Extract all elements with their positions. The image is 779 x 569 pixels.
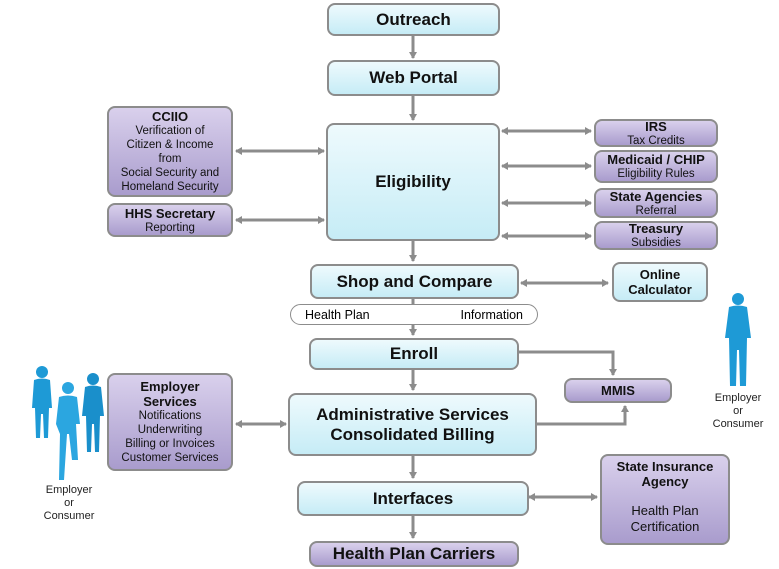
cciio-line: Homeland Security: [121, 181, 219, 193]
admin-line2: Consolidated Billing: [330, 424, 495, 444]
employer-group-silhouettes: [32, 366, 104, 480]
consumer-silhouette: [725, 293, 751, 386]
eligibility-box[interactable]: Eligibility: [326, 123, 500, 241]
sia-title-1: State Insurance: [616, 459, 714, 474]
shop-compare-box[interactable]: Shop and Compare: [310, 264, 519, 299]
state-agencies-box[interactable]: State Agencies Referral: [594, 188, 718, 218]
employer-title-1: Employer: [140, 379, 200, 394]
cciio-title: CCIIO: [151, 109, 189, 124]
hhs-secretary-box[interactable]: HHS Secretary Reporting: [107, 203, 233, 237]
caption-line: Consumer: [712, 418, 764, 430]
caption-line: or: [64, 497, 74, 509]
employer-services-box[interactable]: Employer Services Notifications Underwri…: [107, 373, 233, 471]
cciio-line: Verification of: [135, 125, 205, 137]
hhs-title: HHS Secretary: [124, 205, 216, 221]
pill-right-label: Information: [460, 307, 523, 322]
cciio-line: Social Security and: [120, 167, 220, 179]
treasury-sub: Subsidies: [631, 237, 681, 249]
employer-line: Underwriting: [137, 424, 203, 436]
mmis-box[interactable]: MMIS: [564, 378, 672, 403]
outreach-label: Outreach: [376, 9, 451, 29]
eligibility-label: Eligibility: [375, 172, 451, 191]
state-title: State Agencies: [609, 188, 703, 204]
mmis-label: MMIS: [601, 383, 635, 398]
enroll-box[interactable]: Enroll: [309, 338, 519, 370]
person-icon: [82, 373, 104, 452]
web-portal-box[interactable]: Web Portal: [327, 60, 500, 96]
administrative-services-box[interactable]: Administrative Services Consolidated Bil…: [288, 393, 537, 456]
sia-sub-1: Health Plan: [631, 503, 699, 518]
health-plan-carriers-box[interactable]: Health Plan Carriers: [309, 541, 519, 567]
cciio-box[interactable]: CCIIO Verification of Citizen & Income f…: [107, 106, 233, 197]
caption-line: Employer: [45, 484, 93, 496]
health-plan-information-pill: Health Plan Information: [290, 304, 538, 325]
person-icon: [32, 366, 52, 438]
irs-sub: Tax Credits: [627, 134, 685, 147]
employer-line: Notifications: [138, 410, 202, 422]
state-insurance-agency-box[interactable]: State Insurance Agency Health Plan Certi…: [600, 454, 730, 545]
medicaid-sub: Eligibility Rules: [617, 168, 695, 180]
arrow-enroll-mmis: [519, 350, 617, 376]
calc-line1: Online: [639, 267, 681, 282]
state-sub: Referral: [635, 204, 677, 217]
online-calculator-box[interactable]: Online Calculator: [612, 262, 708, 302]
right-employer-caption: Employer or Consumer: [703, 392, 773, 431]
employer-line: Customer Services: [121, 452, 219, 464]
enroll-label: Enroll: [389, 344, 439, 363]
person-icon: [725, 293, 751, 386]
sia-title-2: Agency: [641, 474, 689, 489]
employer-title-2: Services: [143, 394, 197, 409]
admin-line1: Administrative Services: [316, 404, 509, 424]
arrow-admin-mmis: [537, 405, 629, 426]
cciio-line: from: [158, 153, 182, 165]
interfaces-box[interactable]: Interfaces: [297, 481, 529, 516]
hhs-sub: Reporting: [145, 221, 195, 234]
irs-box[interactable]: IRS Tax Credits: [594, 119, 718, 147]
interfaces-label: Interfaces: [372, 488, 454, 508]
pill-left-label: Health Plan: [305, 307, 370, 322]
caption-line: or: [733, 405, 743, 417]
left-employer-caption: Employer or Consumer: [30, 484, 108, 523]
treasury-title: Treasury: [628, 221, 684, 236]
outreach-box[interactable]: Outreach: [327, 3, 500, 36]
medicaid-title: Medicaid / CHIP: [607, 152, 705, 167]
person-icon: [56, 382, 80, 480]
shop-compare-label: Shop and Compare: [336, 271, 493, 291]
web-portal-label: Web Portal: [369, 68, 458, 87]
health-plan-carriers-label: Health Plan Carriers: [332, 544, 496, 563]
medicaid-chip-box[interactable]: Medicaid / CHIP Eligibility Rules: [594, 150, 718, 183]
calc-line2: Calculator: [628, 282, 692, 297]
treasury-box[interactable]: Treasury Subsidies: [594, 221, 718, 250]
sia-sub-2: Certification: [630, 519, 700, 534]
caption-line: Consumer: [43, 510, 95, 522]
cciio-line: Citizen & Income: [126, 139, 214, 151]
irs-title: IRS: [645, 118, 667, 134]
employer-line: Billing or Invoices: [125, 438, 215, 450]
caption-line: Employer: [714, 392, 762, 404]
